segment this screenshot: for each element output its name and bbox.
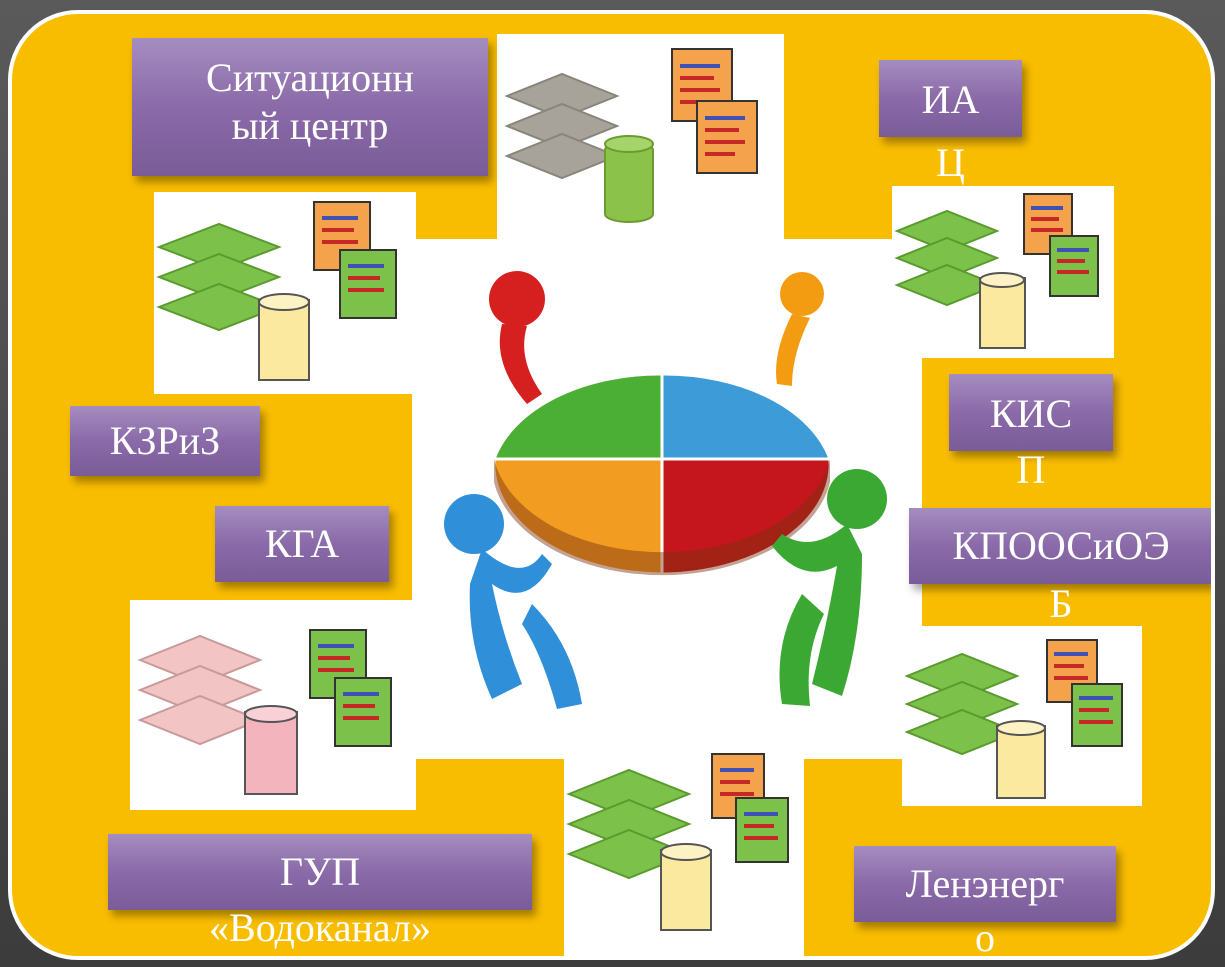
situation-center-label: Ситуационн ый центр — [132, 38, 488, 176]
kzriz-text: КЗРиЗ — [109, 418, 221, 463]
data-stack-top-left — [154, 192, 416, 394]
situation-center-line1: Ситуационн — [206, 55, 414, 100]
data-stack-top — [497, 34, 784, 246]
data-stack-gray-icon — [504, 48, 758, 223]
iac-line2: Ц — [936, 140, 965, 185]
lenenergo-line2: о — [975, 915, 995, 960]
gup-label: ГУП — [108, 834, 532, 910]
kisp-label: КИС — [949, 374, 1113, 451]
data-stack-pink-icon — [137, 629, 392, 795]
gup-line2: «Водоканал» — [209, 905, 431, 950]
situation-center-line2: ый центр — [231, 103, 389, 148]
kisp-line2: П — [1016, 447, 1046, 492]
lenenergo-line1: Ленэнерг — [905, 861, 1065, 906]
data-stack-bottom-left — [130, 600, 416, 810]
puzzle-team-icon — [444, 271, 887, 709]
kisp-line1: КИС — [989, 391, 1073, 436]
gup-line1: ГУП — [279, 849, 361, 894]
iac-label: ИА — [879, 60, 1022, 137]
data-stack-green-icon — [566, 753, 789, 931]
kpoos-line2: Б — [1049, 581, 1073, 626]
data-stack-top-right — [892, 186, 1114, 358]
data-stack-green-icon — [904, 639, 1123, 799]
kpoos-line1: КПООСиОЭ — [952, 523, 1170, 568]
lenenergo-label: Ленэнерг — [854, 846, 1116, 922]
data-stack-green-icon — [894, 193, 1099, 349]
kga-label: КГА — [215, 506, 389, 582]
diagram-panel: Ситуационн ый центр ИА Ц КЗРиЗ КГА КИС П… — [8, 10, 1215, 960]
kpoos-label: КПООСиОЭ — [909, 508, 1211, 584]
data-stack-bottom-right — [902, 626, 1142, 806]
iac-line1: ИА — [921, 77, 980, 122]
kga-text: КГА — [264, 521, 340, 566]
kzriz-label: КЗРиЗ — [70, 406, 260, 476]
data-stack-bottom-center — [564, 732, 804, 956]
data-stack-green-icon — [156, 201, 397, 381]
